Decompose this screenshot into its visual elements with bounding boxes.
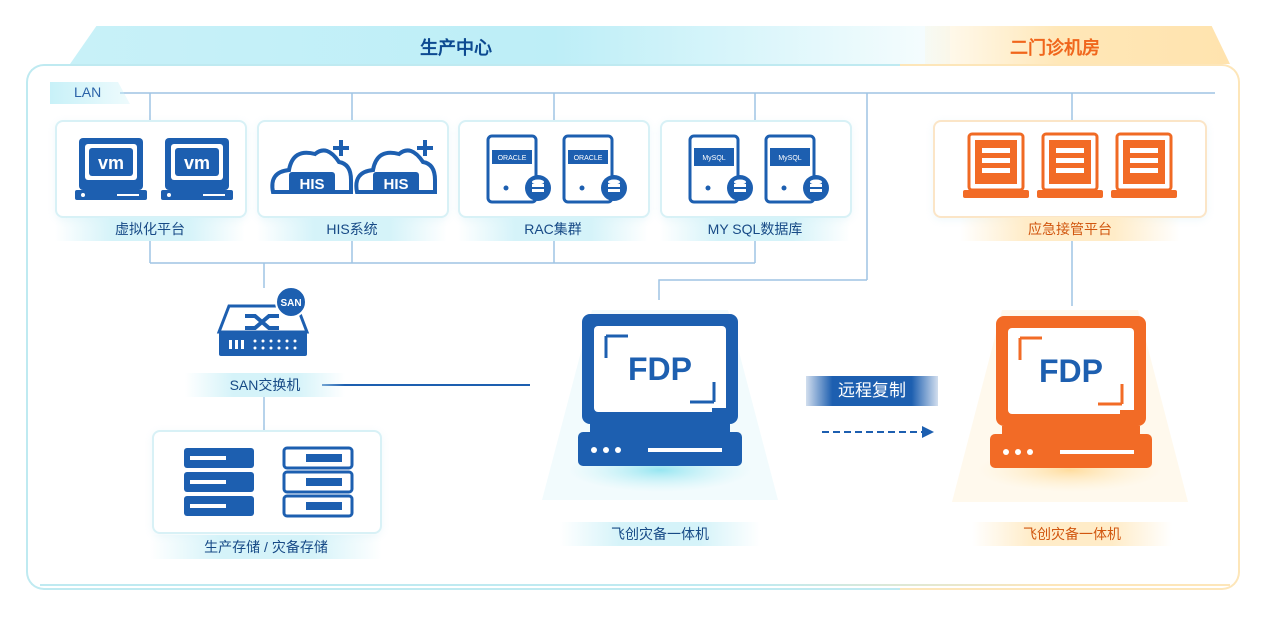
rac-card[interactable]: ORACLE ORACLE [458, 120, 650, 218]
production-region-frame [26, 64, 968, 590]
local-fdp-label: 飞创灾备一体机 [611, 526, 709, 542]
his-cloud-icon: HIS [354, 140, 437, 194]
storage-label: 生产存储 / 灾备存储 [204, 539, 328, 555]
his-icons: HIS HIS [270, 140, 437, 194]
production-region-title: 生产中心 [420, 38, 492, 58]
emergency-label: 应急接管平台 [1028, 221, 1112, 237]
mysql-card[interactable]: MySQL MySQL [660, 120, 852, 218]
svg-text:HIS: HIS [299, 176, 324, 193]
oracle-server-icon: ORACLE [562, 134, 627, 204]
virtualization-card[interactable]: vm vm [55, 120, 247, 218]
vm-server-icon: vm [75, 138, 147, 200]
svg-text:ORACLE: ORACLE [498, 155, 527, 162]
production-region-header [70, 26, 950, 64]
remote-replication-label: 远程复制 [806, 376, 938, 406]
dr-region-title: 二门诊机房 [1010, 38, 1100, 58]
remote-fdp-caption-bar: 飞创灾备一体机 [972, 522, 1172, 546]
emergency-caption-bar: 应急接管平台 [960, 217, 1180, 241]
mysql-caption-bar: MY SQL数据库 [660, 217, 850, 241]
lan-label: LAN [74, 84, 102, 100]
virtualization-label: 虚拟化平台 [115, 221, 185, 237]
san-badge [275, 286, 307, 318]
local-fdp-logo: FDP [628, 351, 692, 387]
virtualization-caption-bar: 虚拟化平台 [55, 217, 245, 241]
emergency-icons [963, 132, 1177, 198]
his-card[interactable]: HIS HIS [257, 120, 449, 218]
orange-server-icon [963, 132, 1029, 198]
emergency-card[interactable] [933, 120, 1207, 218]
svg-text:vm: vm [184, 153, 210, 173]
svg-text:ORACLE: ORACLE [574, 155, 603, 162]
svg-text:vm: vm [98, 153, 124, 173]
san-switch-icon[interactable]: SAN [215, 286, 315, 366]
replication-arrow-head [922, 426, 934, 438]
dr-region-frame [900, 64, 1240, 590]
mysql-label: MY SQL数据库 [707, 221, 803, 237]
storage-array-icon [184, 448, 254, 516]
orange-server-icon [1037, 132, 1103, 198]
svg-text:SAN: SAN [280, 298, 301, 309]
rac-caption-bar: RAC集群 [458, 217, 648, 241]
mysql-server-icon: MySQL [688, 134, 753, 204]
remote-fdp-label: 飞创灾备一体机 [1023, 526, 1121, 542]
local-fdp-caption-bar: 飞创灾备一体机 [560, 522, 760, 546]
rac-icons: ORACLE ORACLE [486, 134, 627, 204]
mysql-server-icon: MySQL [764, 134, 829, 204]
his-label: HIS系统 [326, 221, 378, 237]
storage-array-icon [282, 446, 354, 518]
dr-region-header [925, 26, 1230, 64]
remote-fdp-appliance[interactable]: FDP [940, 306, 1200, 516]
orange-server-icon [1111, 132, 1177, 198]
lan-label-tab [50, 82, 130, 104]
storage-card[interactable] [152, 430, 382, 534]
storage-caption-bar: 生产存储 / 灾备存储 [150, 535, 382, 559]
svg-text:MySQL: MySQL [778, 155, 801, 162]
vm-icons: vm vm [75, 138, 233, 200]
remote-fdp-logo: FDP [1039, 353, 1103, 389]
mysql-icons: MySQL MySQL [688, 134, 829, 204]
rac-label: RAC集群 [524, 221, 582, 237]
region-frame-bottom [40, 584, 1230, 586]
his-cloud-icon: HIS [270, 140, 353, 194]
local-fdp-appliance[interactable]: FDP [530, 300, 790, 510]
his-caption-bar: HIS系统 [257, 217, 447, 241]
svg-text:MySQL: MySQL [702, 155, 725, 162]
san-caption-bar: SAN交换机 [185, 373, 345, 397]
oracle-server-icon: ORACLE [486, 134, 551, 204]
svg-text:HIS: HIS [383, 176, 408, 193]
san-switch-label: SAN交换机 [229, 377, 301, 393]
storage-icons [184, 446, 354, 518]
vm-server-icon: vm [161, 138, 233, 200]
